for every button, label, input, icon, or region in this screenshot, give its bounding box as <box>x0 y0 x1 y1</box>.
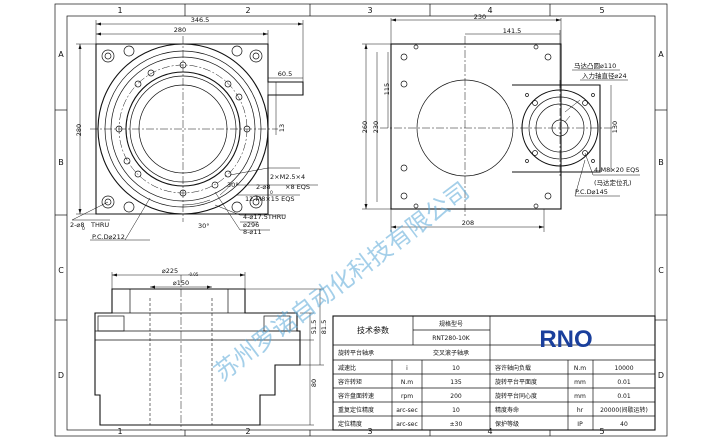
row-label-d: D <box>58 371 64 380</box>
dim-81-5: 81.5 <box>320 320 328 334</box>
param-unit2-0: N.m <box>574 365 586 372</box>
row-label-c-r: C <box>658 266 664 275</box>
param-label-1: 容许转矩 <box>338 378 362 386</box>
param-label2-3: 精度寿命 <box>495 406 519 414</box>
dim-230-top: 230 <box>474 13 486 21</box>
callout-motor-flange: 马达凸圆⌀110 <box>574 61 616 70</box>
col-label-1b: 1 <box>117 427 122 436</box>
callout-2-8-thru-sub: 0 <box>82 226 85 232</box>
param-label2-0: 容许轴向负载 <box>495 364 531 372</box>
param-value-4: ±30 <box>450 421 463 428</box>
callout-2-8-sub: 0 <box>270 190 273 196</box>
col-label-3: 3 <box>367 6 372 15</box>
param-unit-4: arc-sec <box>396 421 418 428</box>
param-value-2: 200 <box>450 393 462 400</box>
param-unit-0: i <box>406 365 408 372</box>
dim-225-tol: -0.05 <box>188 272 199 277</box>
callout-296: ⌀296 <box>243 221 259 229</box>
param-value2-4: 40 <box>620 421 628 428</box>
param-label-4: 定位精度 <box>338 420 362 428</box>
param-label2-4: 保护等级 <box>495 420 519 428</box>
callout-2-8: 2-⌀8 <box>256 183 271 191</box>
dim-346: 346.5 <box>191 16 210 24</box>
model-label: 规格型号 <box>439 320 463 328</box>
param-value2-2: 0.01 <box>617 393 631 400</box>
param-unit2-3: hr <box>577 407 584 414</box>
callout-m25: 2×M2.5×4 <box>270 173 305 181</box>
param-unit-2: rpm <box>401 393 413 400</box>
inner-frame <box>66 15 656 431</box>
dim-80: 80 <box>310 379 318 387</box>
param-value2-1: 0.01 <box>617 379 631 386</box>
callout-8eqs: ×8 EQS <box>285 183 310 191</box>
callout-8-11: 8-⌀11 <box>243 228 262 236</box>
dim-225: ⌀225 <box>162 267 178 275</box>
dim-115: 115 <box>383 83 391 95</box>
param-unit2-2: mm <box>574 393 586 400</box>
param-unit-1: N.m <box>401 379 413 386</box>
dim-60: 60.5 <box>278 70 292 78</box>
param-label-3: 重复定位精度 <box>338 406 374 414</box>
row-label-a: A <box>58 50 64 59</box>
dim-208: 208 <box>462 219 474 227</box>
param-unit-3: arc-sec <box>396 407 418 414</box>
row-label-c: C <box>58 266 64 275</box>
param-label-2: 容许盘面转速 <box>338 392 374 400</box>
callout-motor-pcd: P.C.D⌀145 <box>575 188 608 196</box>
dim-280-v: 280 <box>75 124 83 136</box>
brand-logo: RNO <box>539 326 592 353</box>
dim-280-h: 280 <box>174 26 186 34</box>
dim-150: ⌀150 <box>173 279 189 287</box>
callout-motor-holes: 4-M8×20 EQS <box>594 166 639 174</box>
param-value-3: 10 <box>452 407 460 414</box>
bearing-label: 旋转平台轴承 <box>338 349 374 357</box>
dim-141: 141.5 <box>503 27 522 35</box>
model-value: RNT280-10K <box>432 335 471 342</box>
dim-260: 260 <box>361 121 369 133</box>
side-view: 230 141.5 208 260 230 115 130 马达凸圆⌀110 入… <box>361 13 640 232</box>
col-label-4: 4 <box>487 6 492 15</box>
row-label-a-r: A <box>658 50 664 59</box>
angle-30-a: 30° <box>198 222 210 230</box>
row-label-d-r: D <box>658 371 664 380</box>
col-label-5: 5 <box>599 6 604 15</box>
callout-pcd212: P.C.D⌀212 <box>92 233 125 241</box>
col-label-2: 2 <box>245 6 250 15</box>
callout-175: 4-⌀17.5THRU <box>243 213 286 221</box>
param-label2-2: 旋转平台同心度 <box>495 392 537 400</box>
param-value-0: 10 <box>452 365 460 372</box>
param-label2-1: 旋转平台平面度 <box>495 378 537 386</box>
title-header: 技术参数 <box>357 325 389 335</box>
col-label-3b: 3 <box>367 427 372 436</box>
col-label-5b: 5 <box>599 427 604 436</box>
dim-13: 13 <box>278 124 286 132</box>
dim-230-v: 230 <box>372 121 380 133</box>
param-value-1: 135 <box>450 379 462 386</box>
col-label-4b: 4 <box>487 427 492 436</box>
col-label-2b: 2 <box>245 427 250 436</box>
row-label-b-r: B <box>658 158 664 167</box>
angle-30-b: 30° <box>227 181 239 189</box>
callout-2-8-thru: 2-⌀8 <box>70 221 85 229</box>
title-block: 技术参数 规格型号 RNT280-10K 旋转平台轴承 交叉滚子轴承 RNO 减… <box>332 315 656 431</box>
param-value2-0: 10000 <box>614 365 633 372</box>
callout-motor-holes-note: (马达定位孔) <box>594 178 632 187</box>
bearing-value: 交叉滚子轴承 <box>433 349 469 357</box>
outer-frame <box>54 3 668 437</box>
section-view: ⌀225 -0.05 ⌀150 51.5 81.5 80 <box>94 267 328 430</box>
callout-m8: 12-M8×15 EQS <box>245 195 295 203</box>
dim-51-5: 51.5 <box>310 320 318 334</box>
param-unit2-4: IP <box>577 421 583 428</box>
row-label-b: B <box>58 158 64 167</box>
callout-input-shaft: 入力轴直径⌀24 <box>582 71 627 80</box>
param-unit2-1: mm <box>574 379 586 386</box>
param-value2-3: 20000(间歇运转) <box>600 406 648 414</box>
dim-130: 130 <box>611 121 619 133</box>
top-view: 346.5 280 60.5 13 280 2×M2.5×4 2-⌀8 0 ×8… <box>70 16 318 241</box>
col-label-1: 1 <box>117 6 122 15</box>
param-label-0: 减速比 <box>338 364 356 372</box>
callout-thru: THRU <box>90 221 109 229</box>
